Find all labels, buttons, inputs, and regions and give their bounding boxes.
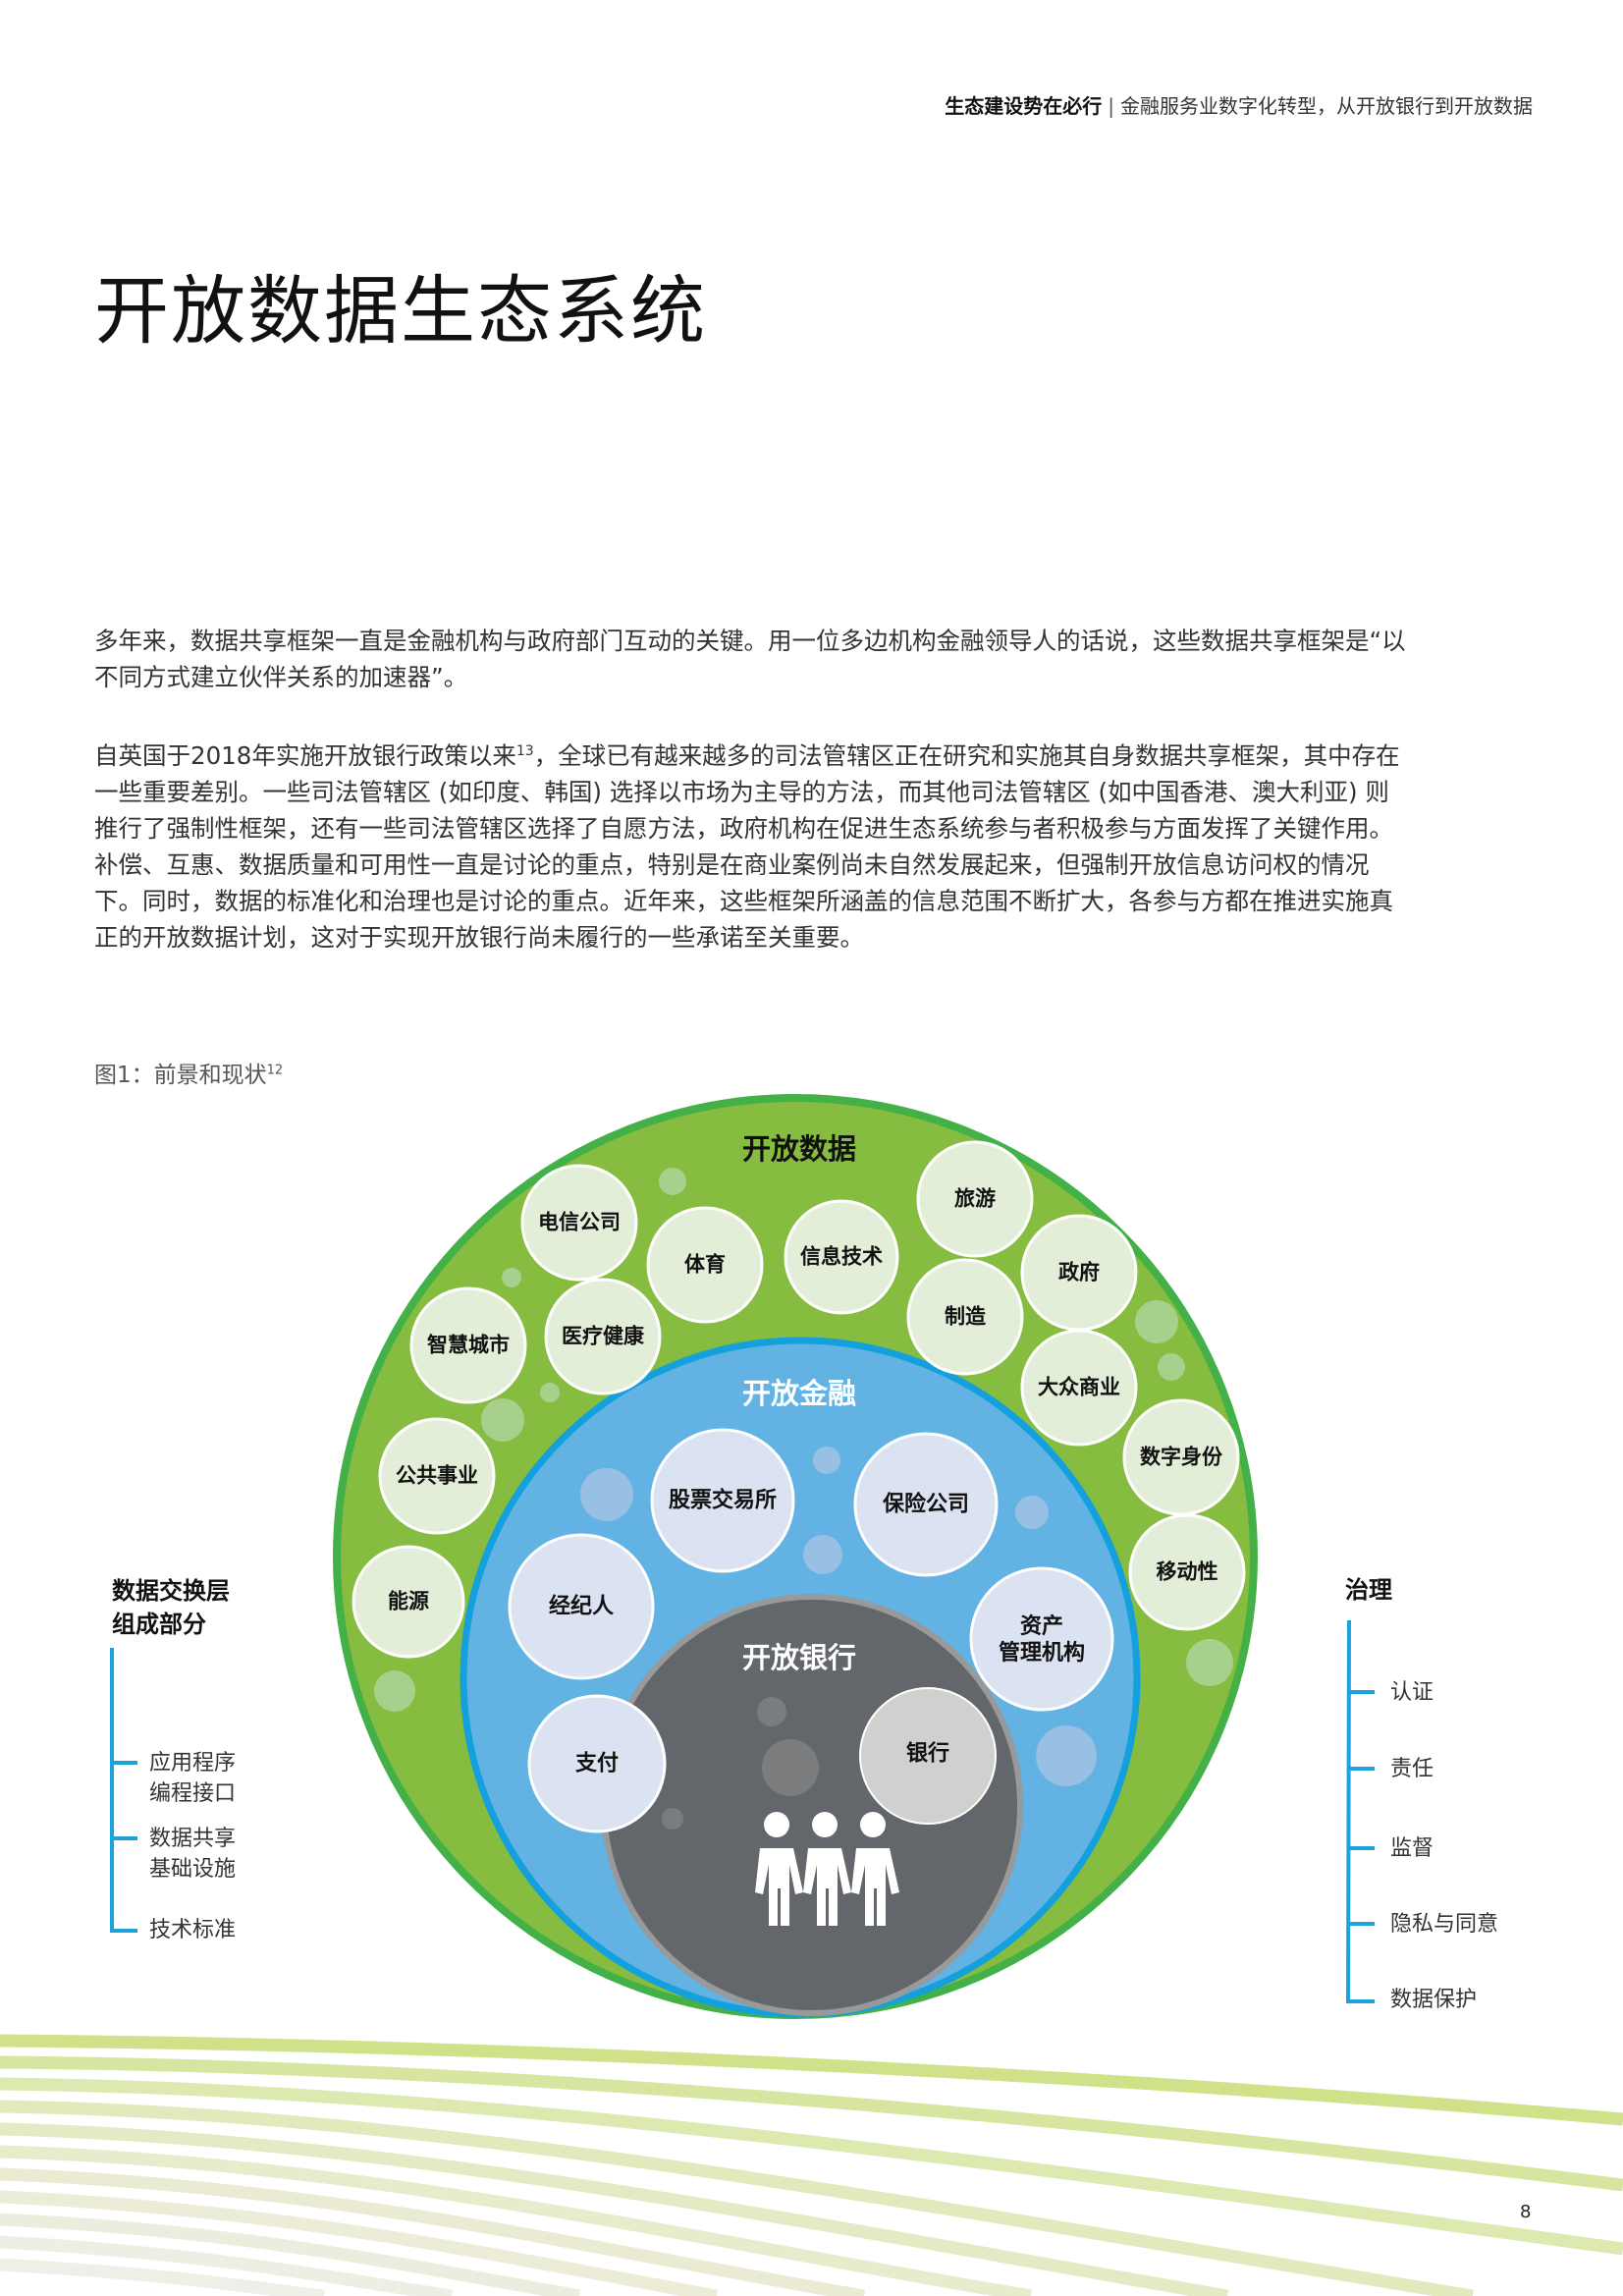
- bubble-sports[interactable]: 体育: [684, 1252, 726, 1277]
- bubble-smart-city[interactable]: 智慧城市: [427, 1333, 510, 1357]
- bubble-insurance[interactable]: 保险公司: [882, 1492, 970, 1517]
- caption-text: 图1：前景和现状: [94, 1063, 267, 1088]
- figure-caption: 图1：前景和现状12: [94, 1056, 283, 1089]
- running-header: 生态建设势在必行|金融服务业数字化转型，从开放银行到开放数据: [945, 90, 1533, 119]
- bubble-manufacturing[interactable]: 制造: [945, 1304, 986, 1329]
- left-panel-title-line-2: 组成部分: [112, 1611, 206, 1638]
- bubble-broker[interactable]: 经纪人: [548, 1594, 615, 1619]
- right-bracket: [1346, 1619, 1375, 2004]
- bubble-mobility[interactable]: 移动性: [1156, 1559, 1218, 1584]
- left-item-standards: 技术标准: [149, 1915, 236, 1945]
- left-item-infra-line-2: 基础设施: [149, 1857, 237, 1882]
- left-item-infra-line-1: 数据共享: [149, 1827, 237, 1851]
- right-item-certification: 认证: [1390, 1680, 1434, 1705]
- open-data-title: 开放数据: [741, 1132, 857, 1166]
- bubble-healthcare[interactable]: 医疗健康: [562, 1324, 644, 1348]
- bubble-energy[interactable]: 能源: [388, 1589, 429, 1613]
- left-bracket: [110, 1648, 137, 1933]
- bubble-tourism[interactable]: 旅游: [954, 1186, 996, 1211]
- bubble-retail[interactable]: 大众商业: [1038, 1375, 1120, 1399]
- people-group-icon: [755, 1812, 899, 1926]
- decorative-dots-green: [374, 1168, 1233, 1712]
- decorative-dots-gray: [662, 1697, 819, 1830]
- bubble-telecom[interactable]: 电信公司: [538, 1210, 621, 1234]
- bubble-it[interactable]: 信息技术: [800, 1244, 883, 1269]
- decorative-waves: [0, 2034, 1623, 2296]
- bubble-digital-id[interactable]: 数字身份: [1140, 1445, 1222, 1469]
- paragraph-1: 多年来，数据共享框架一直是金融机构与政府部门互动的关键。用一位多边机构金融领导人…: [94, 627, 1406, 691]
- right-panel-title: 治理: [1345, 1576, 1392, 1604]
- open-finance-title: 开放金融: [741, 1377, 857, 1410]
- left-panel-title-line-1: 数据交换层: [112, 1577, 230, 1605]
- footnote-ref-13[interactable]: 13: [515, 743, 534, 759]
- open-finance-bubbles: [508, 1428, 1114, 1833]
- page-title: 开放数据生态系统: [94, 267, 707, 355]
- bubble-asset-management[interactable]: 资产 管理机构: [998, 1614, 1086, 1666]
- right-item-responsibility: 责任: [1390, 1757, 1434, 1781]
- open-banking-title: 开放银行: [741, 1641, 857, 1674]
- left-item-standards-line-1: 技术标准: [149, 1918, 237, 1942]
- right-item-supervision: 监督: [1390, 1836, 1434, 1861]
- paragraph-2-start: 自英国于2018年实施开放银行政策以来: [94, 741, 516, 771]
- bubble-government[interactable]: 政府: [1058, 1260, 1100, 1285]
- header-section: 生态建设势在必行: [945, 94, 1103, 118]
- open-data-bubbles: [352, 1140, 1246, 1659]
- left-item-api: 应用程序 编程接口: [149, 1748, 236, 1809]
- bubble-utilities[interactable]: 公共事业: [396, 1463, 478, 1488]
- right-item-data-protection: 数据保护: [1390, 1988, 1478, 2012]
- header-subtitle: 金融服务业数字化转型，从开放银行到开放数据: [1120, 94, 1533, 118]
- header-separator: |: [1108, 94, 1114, 118]
- left-item-api-line-1: 应用程序: [149, 1751, 237, 1776]
- open-banking-bubble: [859, 1687, 997, 1825]
- decorative-dots-blue: [580, 1447, 1097, 1786]
- page-number: 8: [1520, 2202, 1532, 2222]
- bubble-bank[interactable]: 银行: [905, 1741, 950, 1767]
- left-panel-title: 数据交换层 组成部分: [112, 1574, 230, 1641]
- bubble-stock-exchange[interactable]: 股票交易所: [668, 1488, 778, 1513]
- right-item-privacy-consent: 隐私与同意: [1390, 1912, 1499, 1937]
- left-item-api-line-2: 编程接口: [149, 1781, 237, 1806]
- left-item-infrastructure: 数据共享 基础设施: [149, 1824, 236, 1885]
- paragraph-2-rest: ，全球已有越来越多的司法管辖区正在研究和实施其自身数据共享框架，其中存在一些重要…: [94, 741, 1400, 953]
- bubble-payments[interactable]: 支付: [574, 1751, 620, 1777]
- footnote-ref-12[interactable]: 12: [266, 1063, 284, 1078]
- paragraph-2: 自英国于2018年实施开放银行政策以来13，全球已有越来越多的司法管辖区正在研究…: [94, 734, 1410, 956]
